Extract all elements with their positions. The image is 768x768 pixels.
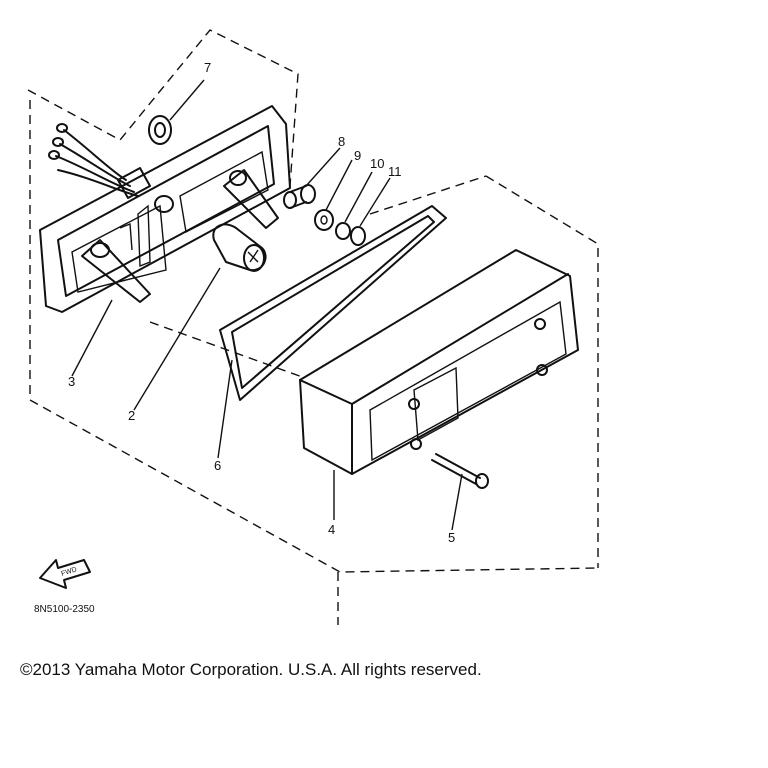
callout-5: 5 xyxy=(448,530,455,545)
fwd-arrow-icon: FWD xyxy=(39,559,91,589)
callout-9: 9 xyxy=(354,148,361,163)
grommet xyxy=(148,79,205,145)
callout-8: 8 xyxy=(338,134,345,149)
callout-4: 4 xyxy=(328,522,335,537)
bulb xyxy=(212,223,267,272)
gasket xyxy=(219,205,447,401)
assembly-boundary xyxy=(27,29,599,625)
screw xyxy=(431,453,489,489)
lens xyxy=(299,249,579,475)
callout-3: 3 xyxy=(68,374,75,389)
callout-11: 11 xyxy=(388,164,402,179)
drawing-code: 8N5100-2350 xyxy=(34,604,95,615)
wire-harness xyxy=(48,123,151,199)
fwd-label: FWD xyxy=(60,566,77,578)
callout-10: 10 xyxy=(370,156,384,171)
callout-7: 7 xyxy=(204,60,211,75)
housing-base xyxy=(39,105,291,313)
callout-6: 6 xyxy=(214,458,221,473)
leader-lines xyxy=(71,267,463,531)
callout-2: 2 xyxy=(128,408,135,423)
fastener-stack xyxy=(283,147,391,246)
copyright-notice: ©2013 Yamaha Motor Corporation. U.S.A. A… xyxy=(20,660,482,679)
